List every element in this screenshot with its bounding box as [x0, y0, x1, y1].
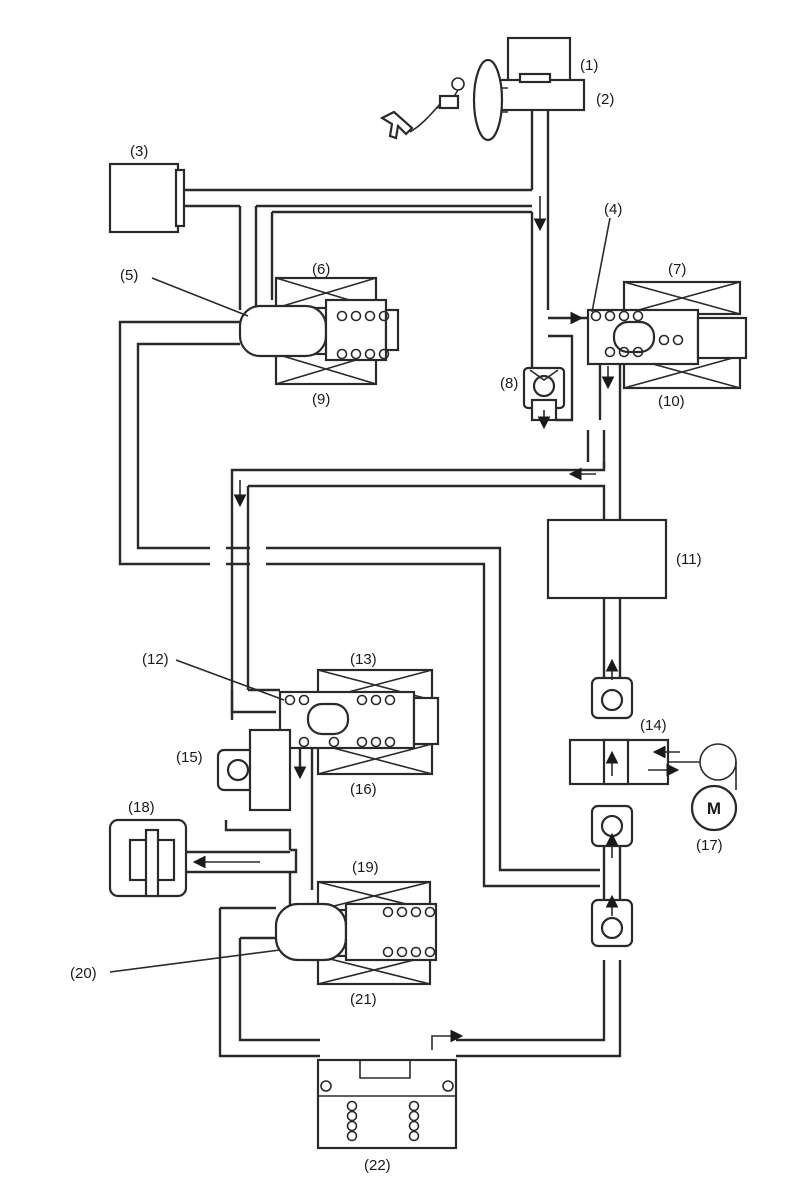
label-21: (21) [350, 991, 377, 1008]
wheel-caliper-18 [108, 818, 188, 898]
check-valves-pump [590, 676, 634, 948]
leader-lines [109, 217, 611, 973]
label-12: (12) [142, 651, 169, 668]
master-cylinder [472, 36, 586, 142]
solenoid-valve-upper-left [238, 276, 400, 386]
label-20: (20) [70, 965, 97, 982]
label-19: (19) [352, 859, 379, 876]
motor-17: M [668, 743, 738, 832]
label-10: (10) [658, 393, 685, 410]
labels: (1) (2) (3) (4) (5) (6) (7) (8) (9) (10)… [70, 57, 723, 1174]
label-6: (6) [312, 261, 330, 278]
label-3: (3) [130, 143, 148, 160]
label-13: (13) [350, 651, 377, 668]
pump-14 [568, 738, 670, 786]
label-5: (5) [120, 267, 138, 284]
label-8: (8) [500, 375, 518, 392]
label-2: (2) [596, 91, 614, 108]
label-4: (4) [604, 201, 622, 218]
low-pressure-reservoir-22 [316, 1058, 458, 1150]
solenoid-valve-middle [278, 668, 440, 776]
label-22: (22) [364, 1157, 391, 1174]
check-valve-8 [522, 366, 566, 422]
label-16: (16) [350, 781, 377, 798]
flow-arrows [192, 196, 680, 1050]
label-11: (11) [676, 551, 702, 568]
label-9: (9) [312, 391, 330, 408]
reservoir [108, 162, 186, 234]
label-7: (7) [668, 261, 686, 278]
check-valve-15 [216, 728, 292, 812]
solenoid-valve-upper-right [586, 280, 748, 390]
label-17: (17) [696, 837, 723, 854]
brake-pedal [379, 77, 465, 140]
label-14: (14) [640, 717, 667, 734]
motor-letter: M [707, 799, 721, 818]
reservoir-11 [546, 518, 668, 600]
label-18: (18) [128, 799, 155, 816]
label-15: (15) [176, 749, 203, 766]
solenoid-valve-lower [274, 880, 438, 986]
label-1: (1) [580, 57, 598, 74]
